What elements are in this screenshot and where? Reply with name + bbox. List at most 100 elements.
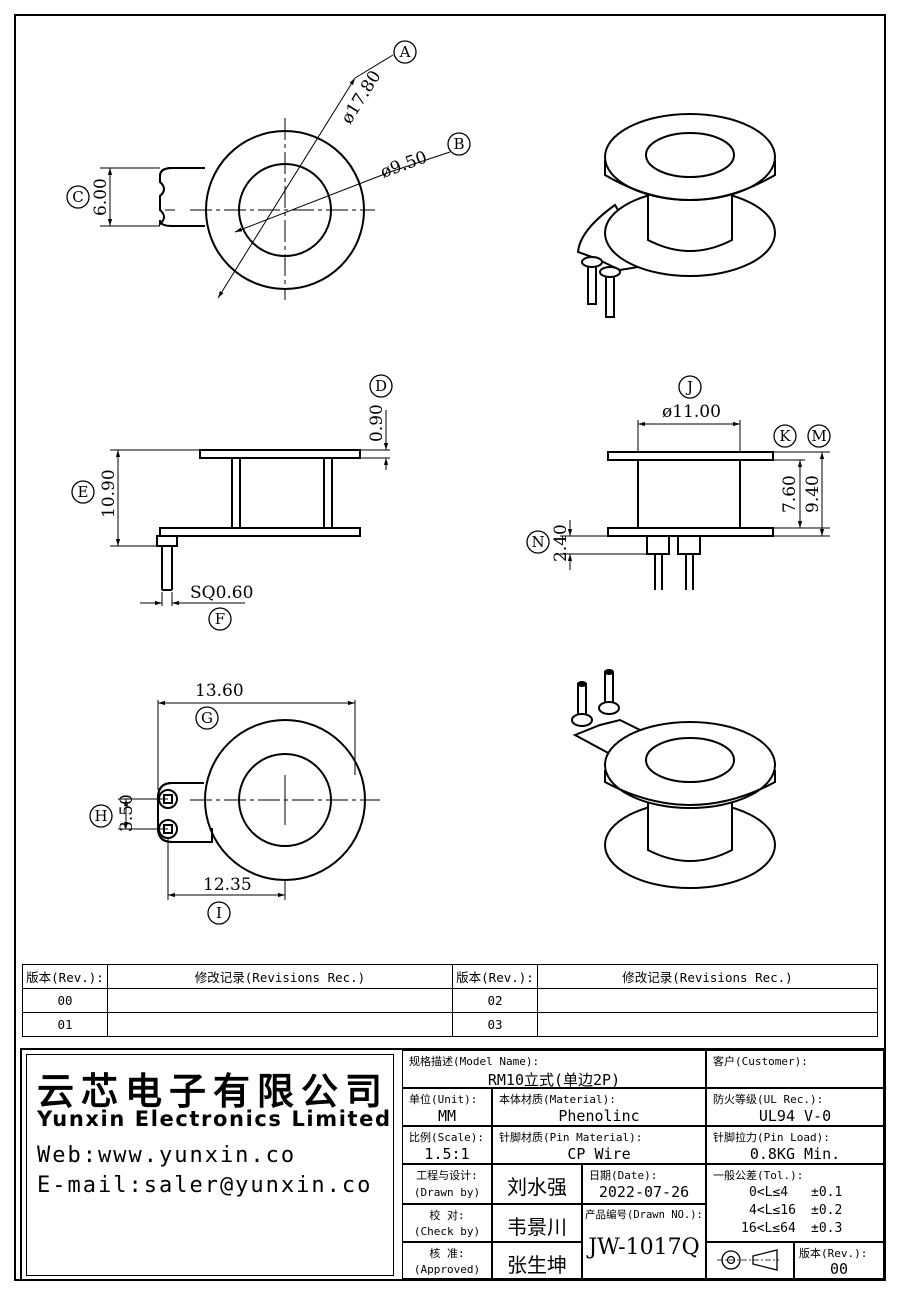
tolerance-cell: 一般公差(Tol.): 0<L≤4 ±0.1 4<L≤16 ±0.2 16<L≤… [706, 1164, 884, 1242]
rev-label: 版本(Rev.): [799, 1247, 868, 1260]
check-by-value: 韦景川 [507, 1215, 567, 1239]
tol-value-0: ±0.1 [811, 1185, 843, 1200]
revision-header-row: 版本(Rev.): 修改记录(Revisions Rec.) 版本(Rev.):… [22, 964, 878, 989]
rev-rec-cell [107, 988, 453, 1013]
rev-cell: 02 [452, 988, 538, 1013]
material-value: Phenolinc [558, 1107, 640, 1125]
projection-symbol-icon [717, 1249, 779, 1271]
dim-tag-n: N [531, 533, 544, 551]
drawn-no-label: 产品编号(Drawn NO.): [585, 1209, 703, 1221]
dim-tag-a: A [399, 43, 411, 61]
scale-value: 1.5:1 [424, 1145, 470, 1163]
dim-tag-i: I [216, 904, 222, 922]
approved-label-cell: 核 准: (Approved) [402, 1242, 492, 1279]
material-label: 本体材质(Material): [499, 1093, 616, 1106]
tol-range-0: 0<L≤4 [749, 1185, 789, 1200]
pin-load-value: 0.8KG Min. [749, 1145, 841, 1163]
dim-tag-f: F [215, 610, 225, 628]
front-view [560, 420, 830, 590]
rev-rec-cell [537, 988, 878, 1013]
pin-material-value: CP Wire [567, 1145, 631, 1163]
customer-cell: 客户(Customer): [706, 1050, 884, 1088]
drawn-by-value: 刘水强 [507, 1175, 567, 1199]
dim-tag-c: C [72, 188, 83, 206]
projection-cell [706, 1242, 794, 1279]
dim-value-g: 13.60 [195, 681, 244, 701]
dim-value-h: 3.50 [117, 794, 137, 832]
pin-material-cell: 针脚材质(Pin Material): CP Wire [492, 1126, 706, 1164]
tol-value-1: ±0.2 [811, 1203, 843, 1218]
customer-label: 客户(Customer): [713, 1055, 808, 1068]
side-view [110, 410, 390, 606]
dim-tag-m: M [811, 427, 826, 445]
drawn-no-value: JW-1017Q [588, 1235, 700, 1260]
revision-table: 版本(Rev.): 修改记录(Revisions Rec.) 版本(Rev.):… [22, 964, 878, 1037]
tol-value-2: ±0.3 [811, 1221, 843, 1236]
iso-view-bottom [571, 669, 776, 889]
rev-value: 00 [829, 1260, 849, 1278]
dim-tag-k: K [779, 427, 791, 445]
date-label: 日期(Date): [589, 1169, 658, 1182]
company-web: Web:www.yunxin.co [37, 1143, 297, 1168]
check-label: 校 对: [429, 1209, 465, 1222]
dim-value-b: ø9.50 [378, 147, 430, 182]
dim-value-j: ø11.00 [662, 402, 721, 422]
rev-rec-header: 修改记录(Revisions Rec.) [537, 964, 878, 989]
check-by-label-cell: 校 对: (Check by) [402, 1204, 492, 1242]
dim-value-i: 12.35 [203, 875, 252, 895]
scale-label: 比例(Scale): [409, 1131, 484, 1144]
title-block: 云芯电子有限公司 Yunxin Electronics Limited Web:… [20, 1048, 886, 1281]
dim-value-c: 6.00 [91, 178, 111, 216]
rev-cell: 00 [22, 988, 108, 1013]
dim-value-d: 0.90 [367, 404, 387, 442]
bottom-view [118, 700, 380, 900]
tol-range-1: 4<L≤16 [749, 1203, 796, 1218]
approved-by-cell: 张生坤 [492, 1242, 582, 1279]
model-name-label: 规格描述(Model Name): [409, 1055, 540, 1068]
model-name-value: RM10立式(单边2P) [487, 1071, 621, 1089]
model-name-cell: 规格描述(Model Name): RM10立式(单边2P) [402, 1050, 706, 1089]
rev-rec-cell [537, 1012, 878, 1037]
tol-range-2: 16<L≤64 [741, 1221, 796, 1236]
rev-cell: 01 [22, 1012, 108, 1037]
check-by-cell: 韦景川 [492, 1204, 582, 1242]
drawn-label-en: (Drawn by) [413, 1186, 481, 1199]
company-name-cn: 云芯电子有限公司 [37, 1070, 389, 1113]
approved-label-en: (Approved) [413, 1263, 481, 1276]
technical-drawing: A B C D E F G H I J K M N ø17.80 ø9.50 6… [66, 40, 831, 925]
dim-tag-d: D [375, 377, 387, 395]
dim-value-f: SQ0.60 [190, 583, 253, 603]
company-box: 云芯电子有限公司 Yunxin Electronics Limited Web:… [26, 1054, 394, 1276]
rev-cell: 03 [452, 1012, 538, 1037]
iso-view-top [576, 113, 776, 318]
dim-tag-h: H [94, 807, 107, 825]
material-cell: 本体材质(Material): Phenolinc [492, 1088, 706, 1126]
company-name-en: Yunxin Electronics Limited [37, 1107, 392, 1131]
dim-value-a: ø17.80 [337, 67, 385, 128]
dim-tag-b: B [453, 135, 464, 153]
drawn-no-cell: 产品编号(Drawn NO.): JW-1017Q [582, 1204, 706, 1279]
rev-header: 版本(Rev.): [452, 964, 538, 989]
drawn-by-label-cell: 工程与设计: (Drawn by) [402, 1164, 492, 1204]
dim-tag-e: E [78, 483, 89, 501]
check-label-en: (Check by) [413, 1225, 481, 1238]
pin-load-label: 针脚拉力(Pin Load): [713, 1131, 830, 1144]
date-value: 2022-07-26 [598, 1183, 690, 1201]
dim-value-e: 10.90 [99, 469, 119, 518]
tolerance-label: 一般公差(Tol.): [713, 1169, 804, 1182]
company-email: E-mail:saler@yunxin.co [37, 1173, 373, 1198]
top-view [100, 54, 451, 300]
dim-value-n: 2.40 [551, 524, 571, 562]
unit-label: 单位(Unit): [409, 1093, 478, 1106]
unit-cell: 单位(Unit): MM [402, 1088, 492, 1126]
dim-tag-g: G [201, 709, 213, 727]
rev-rec-cell [107, 1012, 453, 1037]
scale-cell: 比例(Scale): 1.5:1 [402, 1126, 492, 1164]
dim-value-k: 7.60 [780, 475, 800, 513]
table-row: 01 03 [22, 1012, 878, 1037]
ul-value: UL94 V-0 [758, 1107, 832, 1125]
pin-material-label: 针脚材质(Pin Material): [499, 1131, 643, 1144]
dim-tag-j: J [685, 378, 693, 396]
unit-value: MM [437, 1107, 457, 1125]
rev-header: 版本(Rev.): [22, 964, 108, 989]
